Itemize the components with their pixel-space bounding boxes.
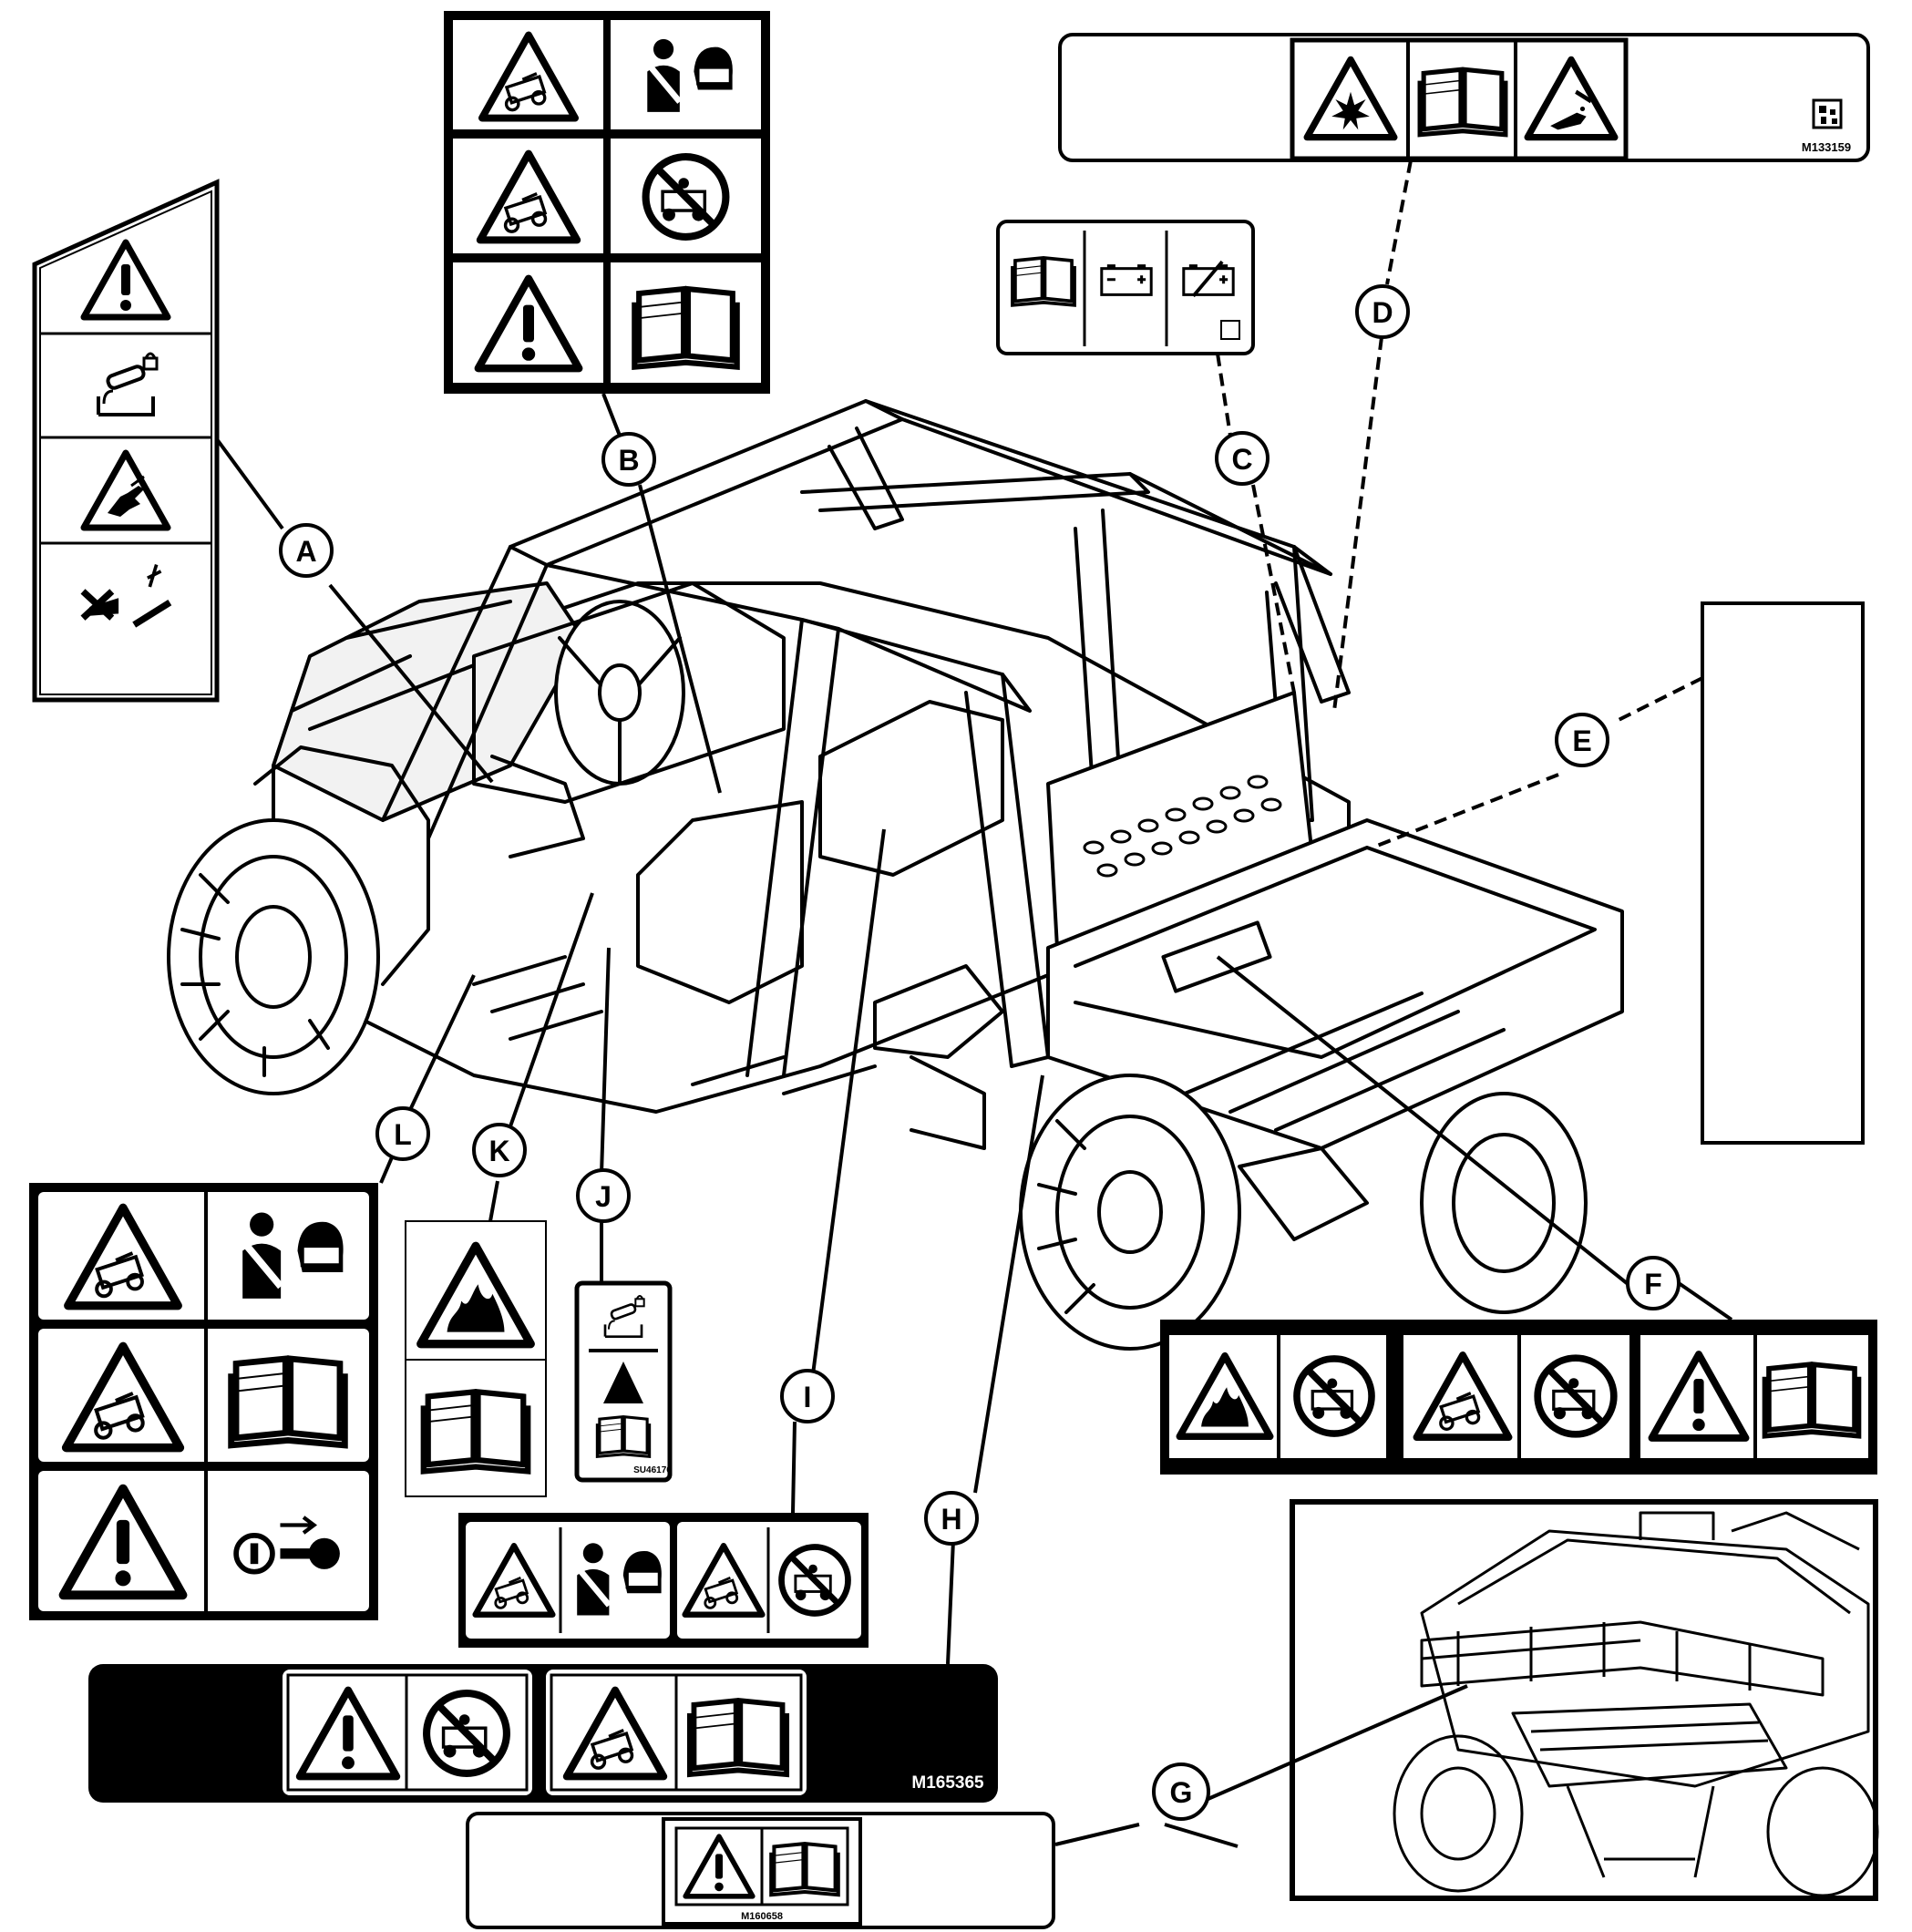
svg-text:K: K	[488, 1135, 509, 1167]
operator-manual-icon	[771, 1844, 838, 1895]
decal-e	[1701, 601, 1865, 1145]
svg-text:A: A	[295, 535, 316, 568]
callout-e: E	[1555, 713, 1609, 767]
callout-c: C	[1215, 431, 1270, 486]
svg-text:B: B	[618, 444, 639, 477]
svg-text:J: J	[595, 1180, 612, 1213]
callout-h: H	[924, 1491, 979, 1546]
svg-text:C: C	[1231, 443, 1252, 476]
svg-text:F: F	[1644, 1268, 1662, 1300]
decal-a	[32, 179, 220, 703]
callout-f: F	[1626, 1256, 1681, 1310]
operator-manual-icon	[1764, 1364, 1858, 1435]
callout-j: J	[576, 1168, 631, 1223]
qr-code	[1812, 98, 1843, 129]
svg-text:H: H	[941, 1503, 961, 1536]
callout-d: D	[1355, 284, 1410, 339]
callout-a: A	[279, 523, 334, 578]
part-number-g: M160658	[741, 1911, 783, 1922]
operator-manual-icon	[690, 1701, 786, 1774]
callout-l: L	[375, 1106, 430, 1161]
no-passenger-icon	[427, 1693, 507, 1773]
decal-g: M160658	[466, 1812, 1055, 1929]
arrow-up-icon	[603, 1362, 643, 1403]
decal-d: M133159	[1058, 33, 1870, 162]
callout-k: K	[472, 1123, 527, 1177]
battery-icon	[1100, 262, 1153, 296]
svg-text:L: L	[394, 1118, 412, 1151]
operator-manual-icon	[231, 1359, 345, 1445]
part-number-d: M133159	[1802, 140, 1851, 154]
operator-manual-icon	[424, 1392, 528, 1471]
svg-text:I: I	[804, 1381, 812, 1413]
decal-h: M165365	[88, 1664, 998, 1803]
operator-manual-icon	[634, 289, 736, 367]
decal-l	[29, 1183, 378, 1620]
decal-j: SU46176	[574, 1280, 673, 1483]
decal-f	[1160, 1320, 1877, 1475]
svg-text:D: D	[1372, 296, 1393, 329]
svg-text:E: E	[1572, 724, 1591, 757]
operator-manual-icon	[1420, 69, 1506, 134]
decal-b	[444, 11, 770, 394]
svg-text:G: G	[1170, 1776, 1193, 1809]
no-passenger-icon	[646, 157, 726, 237]
no-towing-icon	[1297, 1359, 1372, 1434]
part-number-h: M165365	[911, 1773, 984, 1793]
no-riding-cargo-icon	[1537, 1358, 1614, 1434]
inset-front-view	[1290, 1499, 1879, 1901]
leader-lines	[215, 159, 1733, 1848]
no-passenger-icon	[782, 1547, 848, 1614]
decal-c	[996, 220, 1255, 355]
operator-manual-icon	[595, 1414, 652, 1459]
decal-i	[458, 1513, 869, 1648]
callout-g: G	[1152, 1762, 1210, 1821]
part-number-j: SU46176	[633, 1465, 672, 1475]
decal-k	[405, 1220, 547, 1497]
callout-i: I	[780, 1369, 835, 1423]
operator-manual-icon	[1011, 256, 1076, 307]
callout-b: B	[601, 432, 656, 487]
utility-vehicle-illustration	[167, 399, 1624, 1351]
